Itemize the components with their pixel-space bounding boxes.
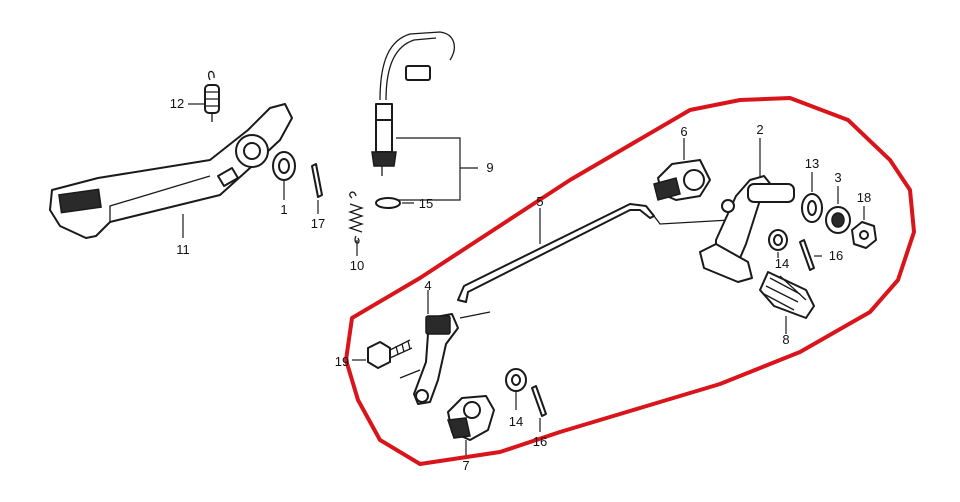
shift-rubber-8 bbox=[759, 271, 815, 334]
brake-light-switch-9 bbox=[371, 31, 478, 201]
callout-7: 7 bbox=[462, 458, 469, 473]
shift-arm-4 bbox=[399, 290, 491, 405]
clip-15 bbox=[375, 197, 414, 209]
washer-13 bbox=[801, 172, 823, 223]
rod-joint-6 bbox=[653, 138, 711, 201]
washer-1 bbox=[272, 151, 296, 200]
cotter-pin-16-upper bbox=[799, 239, 822, 271]
callout-13: 13 bbox=[805, 156, 819, 171]
callout-16-upper: 16 bbox=[829, 248, 843, 263]
callout-5: 5 bbox=[536, 194, 543, 209]
callout-16-lower: 16 bbox=[533, 434, 547, 449]
washer-14-lower bbox=[505, 368, 527, 410]
brake-pedal-11 bbox=[49, 103, 293, 239]
nut-3 bbox=[825, 186, 851, 234]
callout-4: 4 bbox=[424, 278, 431, 293]
callout-9: 9 bbox=[486, 160, 493, 175]
callout-12: 12 bbox=[170, 96, 184, 111]
callout-3: 3 bbox=[834, 170, 841, 185]
cotter-pin-17 bbox=[311, 163, 323, 214]
callout-17: 17 bbox=[311, 216, 325, 231]
callout-6: 6 bbox=[680, 124, 687, 139]
return-spring-12 bbox=[188, 70, 220, 122]
callout-8: 8 bbox=[782, 332, 789, 347]
cotter-pin-16-lower bbox=[531, 385, 547, 432]
bolt-19 bbox=[352, 339, 413, 369]
callout-18: 18 bbox=[857, 190, 871, 205]
callout-14-upper: 14 bbox=[775, 256, 789, 271]
callout-1: 1 bbox=[280, 202, 287, 217]
gearshift-pedal-2 bbox=[699, 138, 795, 283]
spring-10 bbox=[347, 191, 365, 256]
callout-11: 11 bbox=[176, 242, 190, 257]
callout-10: 10 bbox=[350, 258, 364, 273]
shift-rod-5 bbox=[457, 203, 731, 303]
callout-15: 15 bbox=[419, 196, 433, 211]
washer-14-upper bbox=[768, 229, 788, 258]
callout-2: 2 bbox=[756, 122, 763, 137]
nut-18 bbox=[851, 206, 877, 249]
callout-19: 19 bbox=[335, 354, 349, 369]
callout-14-lower: 14 bbox=[509, 414, 523, 429]
rod-joint-7 bbox=[446, 395, 495, 458]
highlight-boundary bbox=[344, 96, 916, 466]
